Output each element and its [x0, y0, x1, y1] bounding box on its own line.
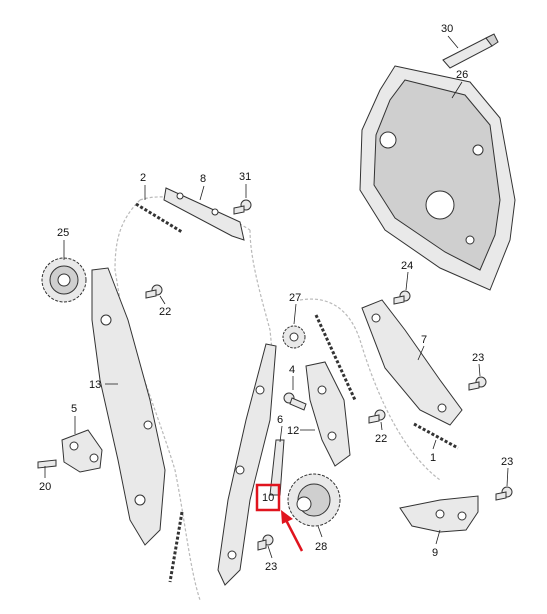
guide-rail-8: [163, 187, 245, 241]
part-labels: 2 8 31 30 26 25 13 5 20 22 27 4 6 12 10 …: [39, 23, 513, 573]
sprocket-28: [287, 473, 341, 527]
bracket-9: [399, 495, 479, 533]
chain-1: [413, 422, 459, 450]
label-part-7: 7: [421, 334, 427, 346]
label-part-26: 26: [456, 69, 468, 81]
label-part-12: 12: [287, 425, 299, 437]
bolt-20: [37, 459, 57, 469]
label-part-22-b: 22: [375, 433, 387, 445]
bolt-23-b: [495, 486, 513, 501]
bolt-4: [283, 392, 307, 411]
label-part-5: 5: [71, 403, 77, 415]
label-part-20: 20: [39, 481, 51, 493]
label-part-23-a: 23: [472, 352, 484, 364]
bolt-31: [233, 199, 252, 215]
sealant-tube-30: [442, 33, 499, 69]
label-part-23-c: 23: [265, 561, 277, 573]
pin-6: [269, 439, 285, 496]
sprocket-25: [41, 257, 87, 303]
timing-cover-26: [359, 65, 516, 291]
label-part-4: 4: [289, 364, 295, 376]
label-part-9: 9: [432, 547, 438, 559]
chain-lower-segment: [168, 511, 184, 583]
label-part-27: 27: [289, 292, 301, 304]
label-part-31: 31: [239, 171, 251, 183]
label-part-24: 24: [401, 260, 413, 272]
highlight-arrow: [281, 510, 304, 552]
label-part-13: 13: [89, 379, 101, 391]
sprocket-27: [282, 325, 306, 349]
tensioner-rail-13: [91, 267, 166, 546]
bolt-22-b: [368, 409, 386, 424]
label-part-1: 1: [430, 452, 436, 464]
label-part-28: 28: [315, 541, 327, 553]
chain-route-outline: [114, 196, 441, 601]
label-part-23-b: 23: [501, 456, 513, 468]
leader-lines: [44, 35, 509, 559]
label-part-6: 6: [277, 414, 283, 426]
label-part-10: 10: [262, 492, 274, 504]
highlight-box: [255, 483, 281, 512]
chain-vertical-segment: [314, 314, 357, 401]
label-part-30: 30: [441, 23, 453, 35]
chain-2: [135, 202, 183, 234]
bolt-23-a: [468, 376, 487, 391]
bolt-24: [393, 290, 411, 305]
chain-tensioner-5: [61, 429, 103, 473]
label-part-22-a: 22: [159, 306, 171, 318]
slide-rail-10: [217, 343, 277, 586]
guide-12: [305, 361, 351, 467]
label-part-25: 25: [57, 227, 69, 239]
label-part-8: 8: [200, 173, 206, 185]
guide-rail-7: [361, 299, 463, 426]
label-part-2: 2: [140, 172, 146, 184]
bolt-22-a: [145, 284, 163, 299]
bolt-23-c: [257, 534, 274, 551]
